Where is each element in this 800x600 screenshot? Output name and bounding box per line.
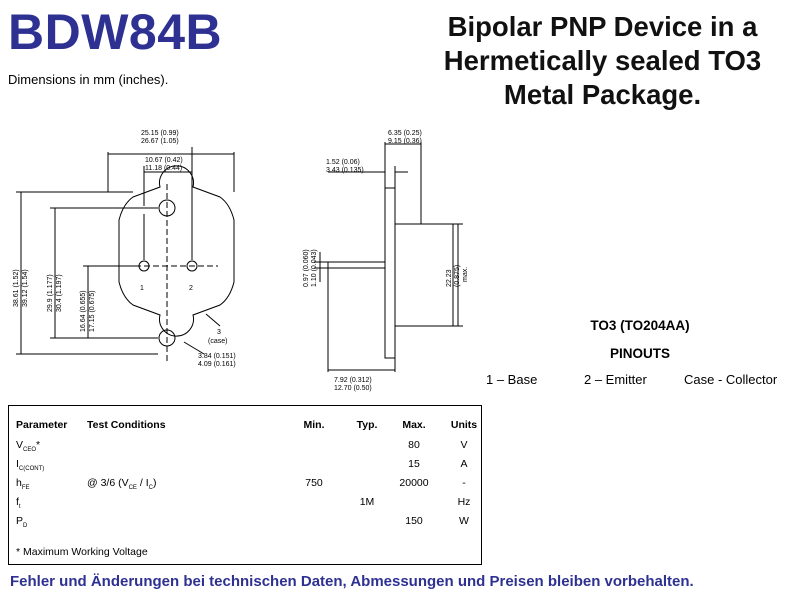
header-max: Max.: [402, 419, 426, 431]
specifications-table: Parameter Test Conditions Min. Typ. Max.…: [8, 405, 482, 565]
value-max: 80: [408, 439, 420, 451]
param-symbol: PD: [16, 515, 28, 529]
value-typ: 1M: [359, 496, 375, 508]
table-row: ft 1M Hz: [9, 496, 481, 514]
dim-width-bottom: 26.67 (1.05): [141, 138, 179, 145]
side-height-c: max.: [462, 267, 469, 282]
side-top-b: 9.15 (0.36): [388, 138, 422, 145]
dim-pin-b: 17.15 (0.675): [89, 290, 96, 332]
package-outline: [118, 165, 235, 337]
device-description-title: Bipolar PNP Device in a Hermetically sea…: [405, 10, 800, 112]
dim-hole-dia-b: 4.09 (0.161): [198, 361, 236, 368]
side-lead-a: 0.97 (0.060): [303, 249, 310, 287]
pinout-collector: Case - Collector: [684, 372, 778, 387]
side-lead-b: 1.10 (0.043): [311, 249, 318, 287]
table-header-row: Parameter Test Conditions Min. Typ. Max.…: [9, 419, 481, 437]
case-label-number: 3: [217, 329, 221, 336]
side-can: [394, 223, 454, 327]
pin-label-1: 1: [140, 285, 144, 292]
table-row: PD 150 W: [9, 515, 481, 533]
side-top-a: 6.35 (0.25): [388, 130, 422, 137]
dim-pin-spacing-bottom: 11.18 (0.44): [145, 165, 182, 172]
side-height-b: (0.875): [454, 265, 461, 287]
header-test-conditions: Test Conditions: [87, 419, 166, 431]
dim-height-b: 39.12 (1.54): [22, 269, 29, 307]
side-bottom-a: 7.92 (0.312): [334, 377, 372, 384]
dimensions-note: Dimensions in mm (inches).: [8, 72, 169, 87]
table-footnote: * Maximum Working Voltage: [16, 546, 148, 558]
value-max: 150: [405, 515, 423, 527]
side-height-a: 22.23: [446, 269, 453, 287]
header-min: Min.: [303, 419, 325, 431]
param-symbol: VCEO*: [16, 439, 41, 453]
to3-package-drawing: 25.15 (0.99) 26.67 (1.05) 10.67 (0.42) 1…: [13, 130, 469, 392]
dim-pin-a: 16.64 (0.655): [80, 290, 87, 332]
test-condition: @ 3/6 (VCE / IC): [87, 477, 157, 491]
pinout-base: 1 – Base: [486, 372, 538, 387]
table-row: hFE @ 3/6 (VCE / IC) 750 20000 -: [9, 477, 481, 495]
title-line-3: Metal Package.: [503, 79, 702, 110]
param-symbol: hFE: [16, 477, 30, 491]
dim-hole-dia-a: 3.84 (0.151): [198, 353, 236, 360]
table-row: VCEO* 80 V: [9, 439, 481, 457]
header-units: Units: [450, 419, 478, 431]
param-symbol: IC(CONT): [16, 458, 45, 472]
value-unit: A: [460, 458, 468, 470]
title-line-1: Bipolar PNP Device in a: [447, 11, 758, 42]
title-line-2: Hermetically sealed TO3: [443, 45, 762, 76]
dim-width-top: 25.15 (0.99): [141, 130, 179, 137]
package-name: TO3 (TO204AA): [590, 318, 690, 333]
header-typ: Typ.: [356, 419, 378, 431]
dim-hole-a: 29.9 (1.177): [47, 274, 54, 312]
disclaimer-footer: Fehler und Änderungen bei technischen Da…: [10, 573, 694, 590]
value-max: 15: [408, 458, 420, 470]
side-flange-b: 3.43 (0.135): [326, 167, 364, 174]
case-label-text: (case): [208, 338, 227, 345]
value-unit: V: [460, 439, 468, 451]
dim-hole-b: 30.4 (1.197): [56, 274, 63, 312]
pinouts-heading: PINOUTS: [609, 346, 670, 361]
pin-label-2: 2: [189, 285, 193, 292]
value-max: 20000: [399, 477, 429, 489]
dim-pin-spacing-top: 10.67 (0.42): [145, 157, 183, 164]
side-bottom-b: 12.70 (0.50): [334, 385, 372, 392]
pin-2-circle: [186, 260, 198, 272]
value-unit: W: [459, 515, 469, 527]
dim-height-a: 38.61 (1.52): [13, 269, 20, 307]
param-symbol: ft: [16, 496, 21, 510]
header-parameter: Parameter: [16, 419, 68, 431]
part-number-title: BDW84B: [8, 4, 223, 60]
pinout-emitter: 2 – Emitter: [584, 372, 647, 387]
table-row: IC(CONT) 15 A: [9, 458, 481, 476]
side-flange: [384, 187, 396, 359]
value-min: 750: [305, 477, 323, 489]
side-flange-a: 1.52 (0.06): [326, 159, 360, 166]
value-unit: Hz: [457, 496, 471, 508]
side-lead: [327, 261, 386, 269]
value-unit: -: [462, 477, 466, 489]
